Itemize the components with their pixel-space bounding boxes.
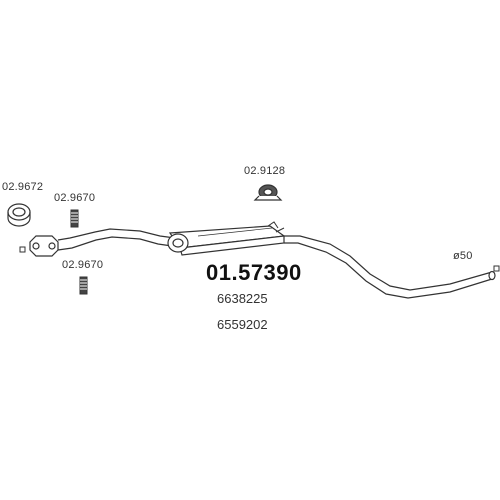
diameter-label: ø50 [453, 250, 473, 262]
bolt-top [70, 209, 79, 228]
rear-pipe [284, 235, 493, 299]
front-pipe [57, 228, 176, 251]
part-ref-gasket: 02.9672 [2, 181, 44, 193]
main-part-number: 01.57390 [206, 260, 302, 285]
gasket-ring [7, 203, 31, 227]
bolt-bottom [79, 276, 88, 295]
muffler [167, 225, 286, 256]
marker-left [19, 246, 26, 253]
part-ref-bolt-bottom: 02.9670 [62, 259, 104, 271]
inlet-flange [29, 235, 59, 257]
marker-right [493, 265, 500, 272]
tailpipe-end [488, 270, 496, 281]
oem-number-2: 6559202 [217, 317, 268, 332]
muffler-hanger [267, 221, 285, 233]
part-ref-rubber-mount: 02.9128 [244, 165, 286, 177]
rubber-mount [253, 184, 283, 201]
part-ref-bolt-top: 02.9670 [54, 192, 96, 204]
oem-number-1: 6638225 [217, 291, 268, 306]
